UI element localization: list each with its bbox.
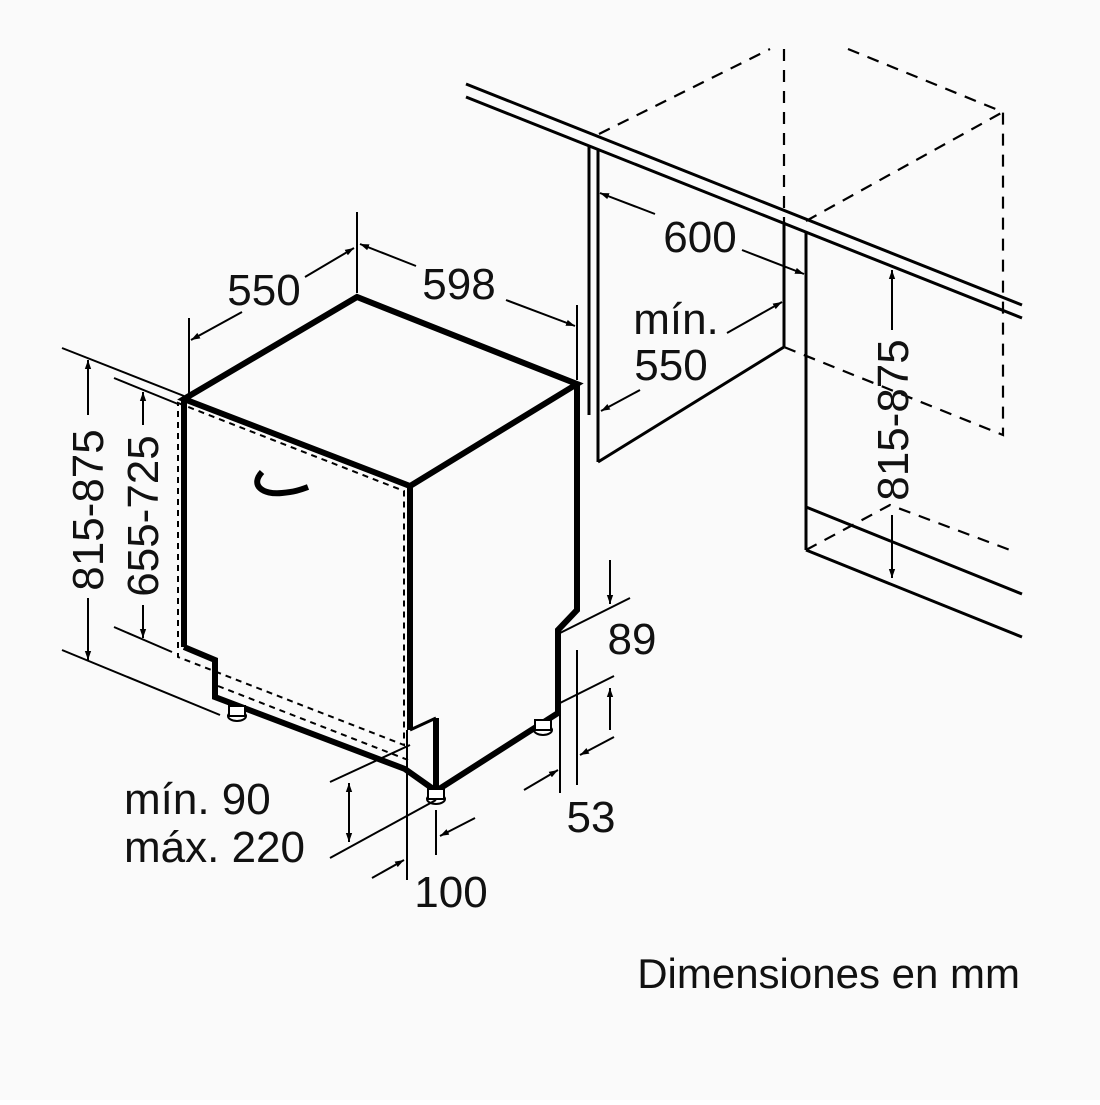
ext-height-top: [61, 347, 185, 397]
niche-floor-left: [597, 345, 785, 464]
label-width: 598: [422, 260, 495, 309]
countertop-top-edge: [465, 82, 1023, 307]
rear-depth-arrow-left: [523, 769, 559, 791]
label-plinth-max: máx. 220: [124, 823, 305, 872]
hidden-cabinet-top-diagonal: [805, 111, 1004, 222]
ext-door-top: [113, 377, 179, 405]
ext-89-top: [559, 597, 631, 634]
ext-plinth-bottom: [329, 799, 437, 859]
width-arrow-right: [505, 299, 576, 327]
niche-width-arrow-left: [599, 192, 656, 215]
label-niche-height: 815-875: [869, 339, 918, 500]
depth-arrow-left: [190, 311, 243, 341]
units-caption: Dimensiones en mm: [637, 950, 1020, 997]
rear-depth-arrow-right: [579, 736, 615, 756]
door-panel-outline: [177, 401, 405, 747]
dishwasher-front-bottom: [182, 644, 438, 794]
kitchen-niche: [465, 47, 1023, 639]
countertop-bottom-edge: [465, 95, 1023, 320]
label-rear-step-height: 89: [608, 615, 657, 664]
dimension-lines: [61, 192, 896, 880]
hidden-cabinet-floor: [805, 503, 1011, 552]
dimension-labels: 550 598 600 mín. 550 815-875 655-725 815…: [64, 213, 1020, 997]
dishwasher-right-side: [434, 384, 580, 794]
ext-plinth-top: [329, 744, 411, 783]
niche-depth-arrow-top: [726, 301, 783, 334]
niche-depth-arrow-bottom: [600, 389, 641, 412]
hidden-cabinet-top-left: [598, 48, 771, 135]
dishwasher-plinth-step: [409, 716, 437, 732]
dishwasher-top: [177, 293, 584, 490]
door-handle: [254, 469, 310, 497]
label-niche-depth-line1: mín.: [633, 295, 719, 344]
offset-arrow-right: [439, 817, 476, 837]
label-plinth-min: mín. 90: [124, 775, 271, 824]
right-cabinet-plinth-top: [805, 505, 1023, 596]
label-total-height: 815-875: [64, 429, 113, 590]
ext-89-bottom: [559, 675, 615, 704]
label-niche-width: 600: [663, 213, 736, 262]
label-door-height: 655-725: [119, 435, 168, 596]
ext-height-bottom: [61, 649, 221, 716]
right-cabinet-plinth-bottom: [805, 548, 1023, 639]
foot-front-right: [426, 788, 446, 805]
label-depth: 550: [227, 266, 300, 315]
niche-width-arrow-right: [741, 249, 805, 275]
foot-rear-right: [533, 719, 553, 736]
depth-arrow-right: [304, 247, 355, 278]
foot-front-left: [227, 705, 247, 722]
plinth-dashed-line: [217, 685, 409, 761]
label-plinth-offset: 100: [414, 868, 487, 917]
label-niche-depth-line2: 550: [634, 341, 707, 390]
dishwasher: [177, 293, 584, 805]
offset-arrow-left: [371, 859, 405, 879]
ext-door-bottom: [113, 626, 173, 653]
label-rear-step-depth: 53: [567, 793, 616, 842]
width-arrow-left: [359, 243, 417, 267]
